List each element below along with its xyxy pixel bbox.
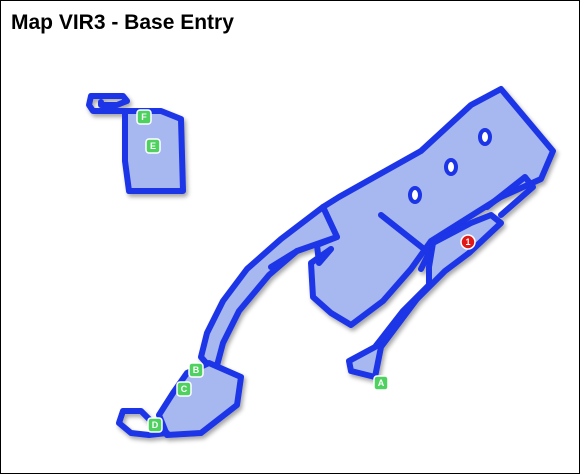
east-appendix-wall [484,174,536,218]
marker-e-label: E [150,141,156,151]
marker-f-label: F [141,112,147,122]
marker-c[interactable]: C [176,381,192,397]
pillar-2 [444,158,458,176]
inner-wall-2 [268,248,300,270]
marker-d-label: D [152,420,159,430]
pillar-3 [408,186,422,204]
marker-a[interactable]: A [373,375,389,391]
marker-1-label: 1 [465,237,470,247]
lower-left-chamber-floor [156,360,244,438]
marker-d[interactable]: D [147,417,163,433]
pillar-1 [478,128,492,146]
marker-b[interactable]: B [188,362,204,378]
room-upper-left [86,93,186,194]
main-hall-floor [308,86,556,328]
base-main [116,86,556,438]
marker-e[interactable]: E [145,138,161,154]
marker-a-label: A [378,378,385,388]
marker-c-label: C [181,384,188,394]
room-upper-left-hook [86,93,130,114]
marker-b-label: B [193,365,200,375]
room-d-hook [116,408,170,438]
inner-wall-1 [378,212,432,272]
east-corridor-floor [346,212,504,380]
marker-f[interactable]: F [136,109,152,125]
map-title: Map VIR3 - Base Entry [11,11,234,34]
marker-1[interactable]: 1 [460,234,476,250]
